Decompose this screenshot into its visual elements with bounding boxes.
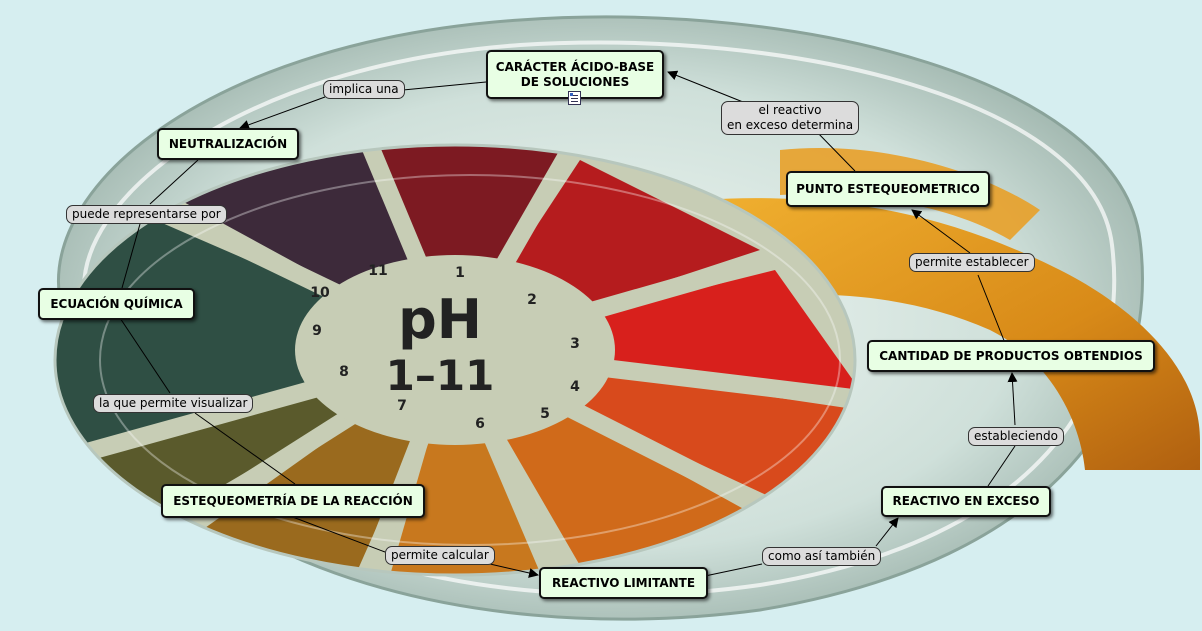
phrase-puede-representarse[interactable]: puede representarse por bbox=[66, 205, 227, 224]
concept-cantidad-productos[interactable]: CANTIDAD DE PRODUCTOS OBTENDIOS bbox=[867, 340, 1155, 372]
concept-neutralizacion[interactable]: NEUTRALIZACIÓN bbox=[157, 128, 299, 160]
concept-caracter-acido-base[interactable]: CARÁCTER ÁCIDO-BASE DE SOLUCIONES bbox=[486, 50, 664, 99]
phrase-como-asi-tambien[interactable]: como así también bbox=[762, 547, 882, 566]
ph-number: 4 bbox=[570, 379, 580, 395]
ph-range-label: 1–11 bbox=[386, 351, 495, 400]
phrase-la-que-permite[interactable]: la que permite visualizar bbox=[93, 394, 254, 413]
phrase-permite-establecer[interactable]: permite establecer bbox=[909, 253, 1035, 272]
concept-ecuacion-quimica[interactable]: ECUACIÓN QUÍMICA bbox=[38, 288, 195, 320]
ph-paper-strip bbox=[700, 198, 1200, 470]
phrase-implica-una[interactable]: implica una bbox=[323, 80, 405, 99]
concept-estequeometria[interactable]: ESTEQUEOMETRÍA DE LA REACCIÓN bbox=[161, 484, 425, 518]
concept-reactivo-exceso[interactable]: REACTIVO EN EXCESO bbox=[881, 486, 1051, 517]
phrase-estableciendo[interactable]: estableciendo bbox=[968, 427, 1064, 446]
ph-number: 10 bbox=[310, 285, 330, 301]
phrase-permite-calcular[interactable]: permite calcular bbox=[385, 546, 495, 565]
concept-reactivo-limitante[interactable]: REACTIVO LIMITANTE bbox=[539, 567, 708, 599]
ph-number: 8 bbox=[339, 364, 349, 380]
phrase-reactivo-exceso-determina[interactable]: el reactivo en exceso determina bbox=[721, 101, 860, 135]
document-icon[interactable] bbox=[568, 91, 581, 105]
ph-number: 7 bbox=[397, 398, 407, 414]
ph-number: 2 bbox=[527, 292, 537, 308]
ph-number: 11 bbox=[368, 263, 387, 279]
concept-punto-estequeometrico[interactable]: PUNTO ESTEQUEOMETRICO bbox=[786, 171, 990, 207]
ph-number: 6 bbox=[475, 416, 485, 432]
ph-label: pH bbox=[398, 288, 482, 351]
ph-number: 3 bbox=[570, 336, 580, 352]
ph-number: 5 bbox=[540, 406, 550, 422]
ph-number: 9 bbox=[312, 323, 322, 339]
ph-number: 1 bbox=[455, 265, 465, 281]
